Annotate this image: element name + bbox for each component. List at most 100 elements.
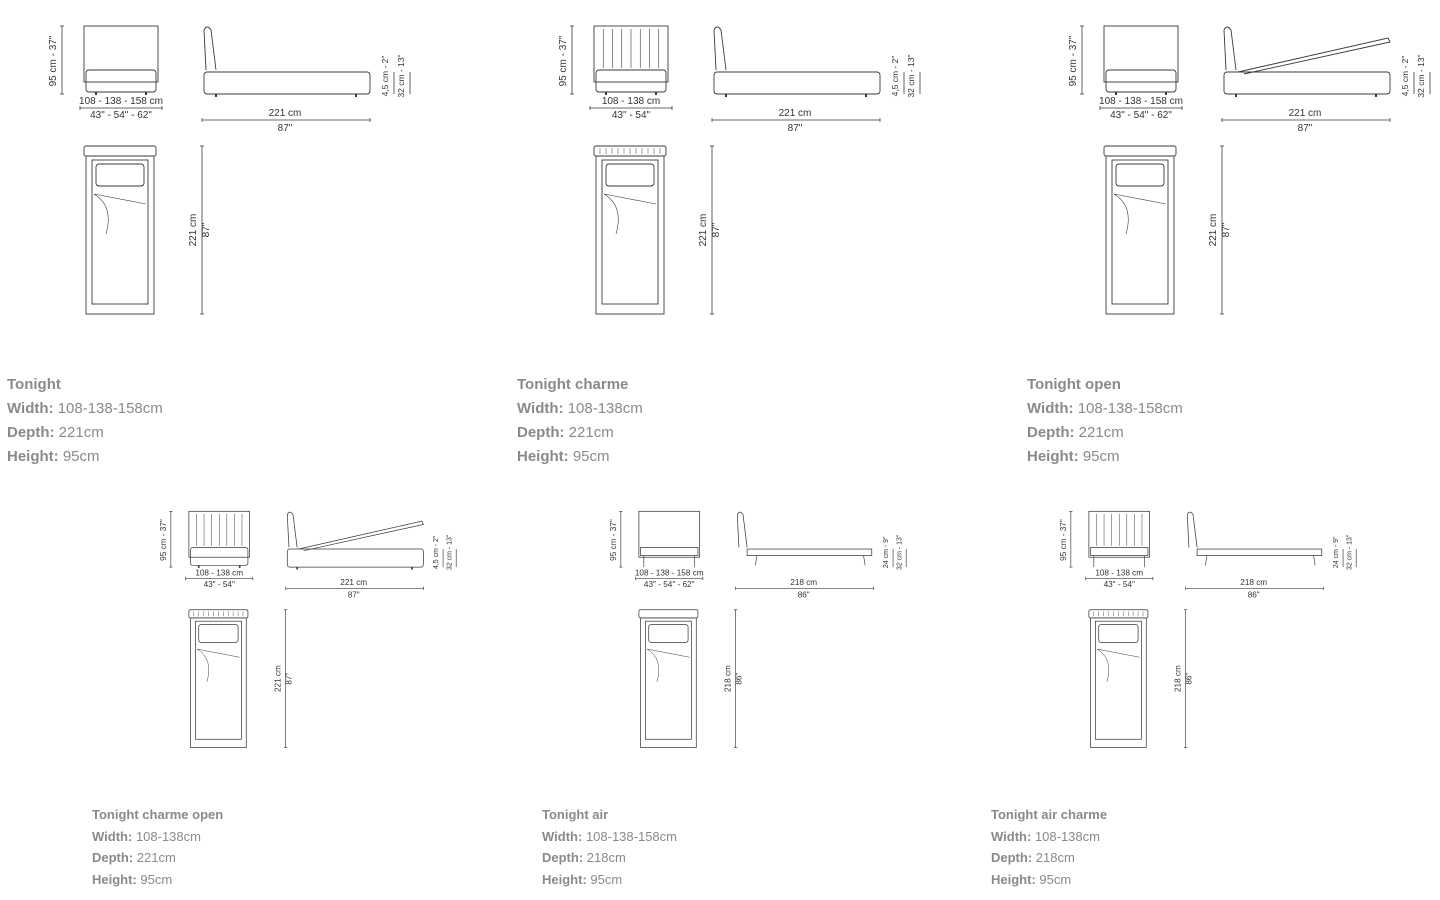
depth-row: Depth: 221cm bbox=[7, 421, 163, 445]
plan-in-label: 87" bbox=[711, 222, 722, 237]
width-row: Width: 108-138cm bbox=[991, 826, 1107, 848]
spec-tonight-charme-open: Tonight charme open Width: 108-138cm Dep… bbox=[92, 804, 223, 890]
length-cm-label: 221 cm bbox=[340, 578, 367, 587]
depth-value: 221cm bbox=[1078, 424, 1124, 441]
width-in-label: 43" - 54" - 62" bbox=[1110, 110, 1172, 121]
width-cm-label: 108 - 138 - 158 cm bbox=[1099, 96, 1183, 107]
length-in-label: 87" bbox=[788, 123, 803, 134]
front-headboard bbox=[1103, 25, 1179, 83]
plan-frame bbox=[595, 155, 665, 315]
width-value: 108-138cm bbox=[567, 400, 643, 417]
plan-mattress bbox=[601, 159, 659, 305]
side-open-lid bbox=[298, 520, 424, 552]
base-a-label: 4,5 cm - 2" bbox=[890, 56, 900, 97]
length-cm-label: 218 cm bbox=[790, 578, 817, 587]
width-in-label: 43" - 54" bbox=[204, 580, 235, 589]
width-row: Width: 108-138cm bbox=[92, 826, 223, 848]
height-label: Height: bbox=[542, 871, 587, 887]
front-headboard bbox=[83, 25, 159, 83]
width-row: Width: 108-138-158cm bbox=[7, 397, 163, 421]
length-cm-label: 218 cm bbox=[1240, 578, 1267, 587]
height-label: Height: bbox=[991, 871, 1036, 887]
height-label: Height: bbox=[7, 448, 59, 465]
height-row: Height: 95cm bbox=[92, 869, 223, 891]
length-cm-label: 221 cm bbox=[1289, 108, 1322, 119]
width-in-label: 43" - 54" bbox=[1104, 580, 1135, 589]
plan-in-label: 87" bbox=[201, 222, 212, 237]
width-in-label: 43" - 54" - 62" bbox=[90, 110, 152, 121]
width-label: Width: bbox=[7, 400, 54, 417]
spec-tonight-air-charme: Tonight air charme Width: 108-138cm Dept… bbox=[991, 804, 1107, 890]
height-value: 95cm bbox=[140, 871, 173, 887]
front-headboard bbox=[638, 510, 700, 558]
front-mattress-base bbox=[640, 547, 699, 556]
depth-label: Depth: bbox=[517, 424, 565, 441]
product-name: Tonight air bbox=[542, 807, 609, 822]
depth-row: Depth: 218cm bbox=[542, 847, 677, 869]
height-dimension-label: 95 cm - 37" bbox=[609, 519, 618, 561]
height-row: Height: 95cm bbox=[991, 869, 1107, 891]
plan-mattress bbox=[91, 159, 149, 305]
side-base bbox=[1223, 71, 1391, 95]
side-open-lid bbox=[1237, 37, 1391, 75]
width-cm-label: 108 - 138 cm bbox=[1095, 568, 1143, 577]
drawing-tonight-open: 95 cm - 37" 108 - 138 - 158 cm 43" - 54" -… bbox=[1020, 0, 1440, 330]
side-base bbox=[713, 71, 881, 95]
plan-cm-label: 218 cm bbox=[724, 665, 733, 692]
drawing-group: 95 cm - 37" 108 - 138 - 158 cm 43" - 54" -… bbox=[1068, 25, 1431, 315]
depth-row: Depth: 221cm bbox=[517, 421, 643, 445]
side-mattress bbox=[746, 548, 873, 556]
height-row: Height: 95cm bbox=[1027, 445, 1183, 469]
width-row: Width: 108-138-158cm bbox=[1027, 397, 1183, 421]
side-headboard bbox=[713, 26, 727, 71]
height-dimension-label: 95 cm - 37" bbox=[558, 35, 569, 86]
width-value: 108-138cm bbox=[135, 828, 201, 844]
plan-duvet-fold bbox=[603, 193, 657, 235]
base-a-label: 4,5 cm - 2" bbox=[433, 535, 440, 569]
side-leg-back bbox=[1313, 555, 1316, 566]
width-label: Width: bbox=[92, 828, 133, 844]
depth-value: 218cm bbox=[1035, 850, 1075, 865]
height-dimension-label: 95 cm - 37" bbox=[48, 35, 59, 86]
length-in-label: 87" bbox=[278, 123, 293, 134]
width-cm-label: 108 - 138 - 158 cm bbox=[635, 568, 704, 577]
height-value: 95cm bbox=[62, 448, 100, 465]
width-cm-label: 108 - 138 cm bbox=[195, 568, 243, 577]
base-b-label: 32 cm - 13" bbox=[896, 534, 903, 570]
plan-headboard bbox=[83, 145, 157, 157]
plan-pillow bbox=[605, 163, 655, 187]
product-name: Tonight air charme bbox=[991, 807, 1108, 822]
side-headboard bbox=[286, 511, 298, 548]
side-leg-front bbox=[1204, 555, 1208, 566]
depth-row: Depth: 221cm bbox=[92, 847, 223, 869]
plan-duvet-fold bbox=[1096, 648, 1140, 682]
side-leg-back bbox=[863, 555, 866, 566]
plan-cm-label: 221 cm bbox=[1208, 214, 1219, 247]
front-base bbox=[1105, 69, 1177, 93]
width-value: 108-138-158cm bbox=[1077, 400, 1183, 417]
side-leg-front bbox=[754, 555, 758, 566]
front-base bbox=[190, 547, 249, 566]
plan-frame bbox=[190, 617, 247, 748]
base-b-label: 32 cm - 13" bbox=[446, 534, 453, 570]
plan-cm-label: 221 cm bbox=[274, 665, 283, 692]
product-name: Tonight charme open bbox=[92, 807, 224, 822]
side-headboard bbox=[203, 26, 217, 71]
width-label: Width: bbox=[991, 828, 1032, 844]
height-dimension-label: 95 cm - 37" bbox=[1059, 519, 1068, 561]
width-value: 108-138cm bbox=[1034, 828, 1100, 844]
height-dimension-label: 95 cm - 37" bbox=[1068, 35, 1079, 86]
depth-row: Depth: 221cm bbox=[1027, 421, 1183, 445]
plan-pillow bbox=[1098, 624, 1139, 643]
plan-pillow bbox=[95, 163, 145, 187]
length-cm-label: 221 cm bbox=[269, 108, 302, 119]
